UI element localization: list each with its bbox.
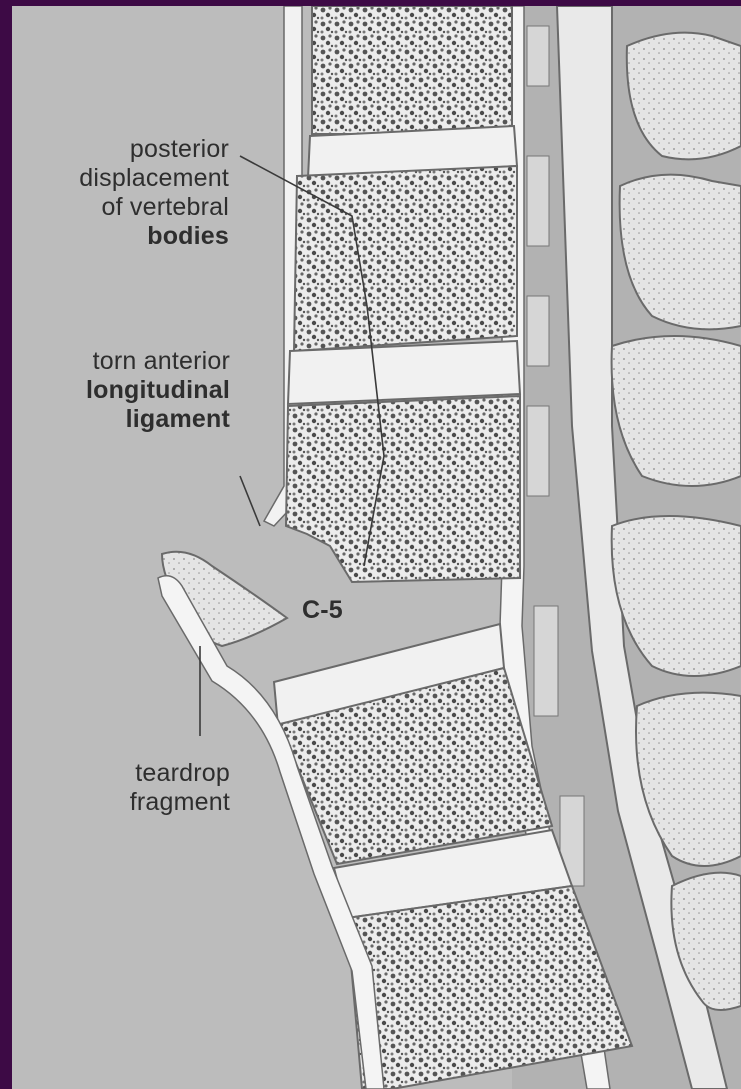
label-teardrop-fragment: teardrop fragment xyxy=(12,759,230,817)
label-torn-ligament: torn anterior longitudinal ligament xyxy=(12,347,230,434)
label-c5: C-5 xyxy=(302,596,372,625)
spine-diagram: posterior displacement of vertebral bodi… xyxy=(12,6,741,1089)
label-posterior-displacement: posterior displacement of vertebral bodi… xyxy=(12,135,229,251)
